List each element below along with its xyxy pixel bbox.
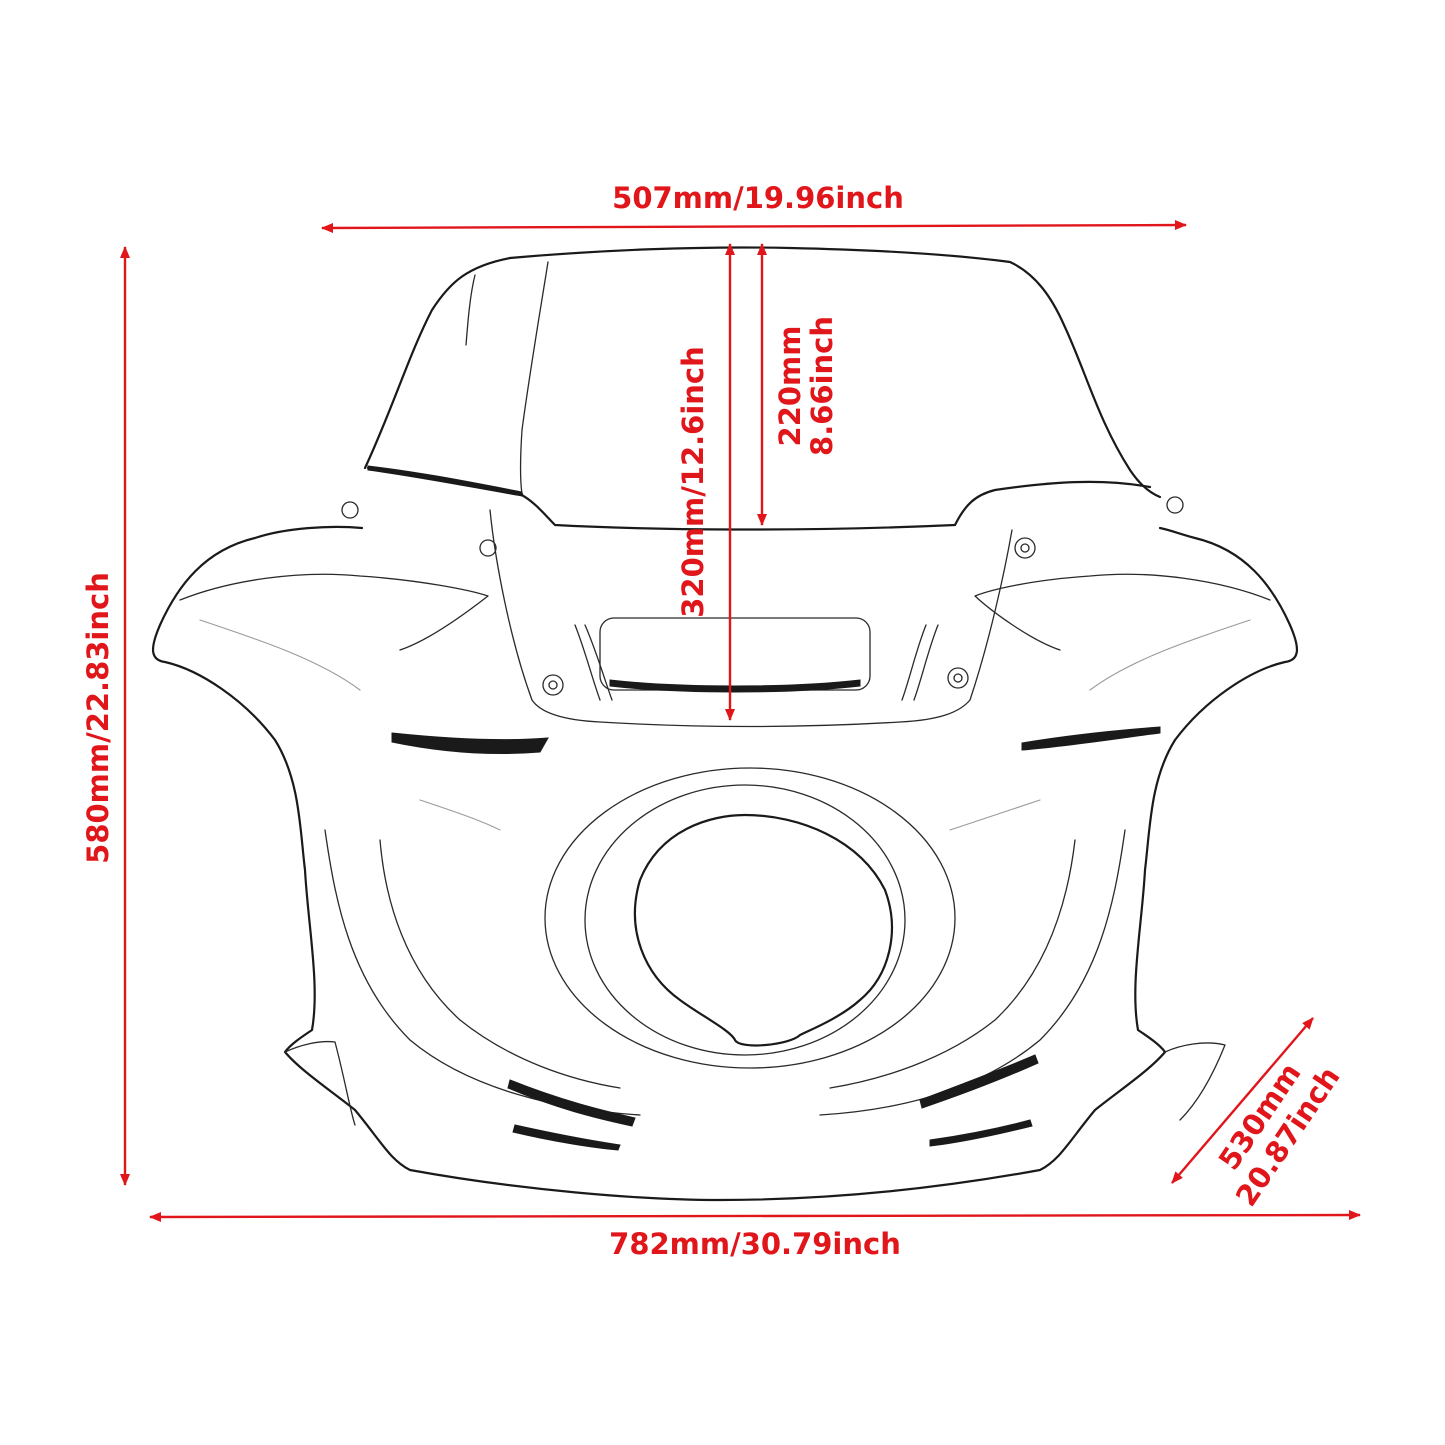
right-turn-signal <box>1021 726 1161 751</box>
headlight-opening <box>633 813 893 1047</box>
windshield-bottom-dark-band <box>367 465 523 497</box>
left-side-pod <box>179 573 489 651</box>
inner-bowl-left-2 <box>379 839 621 1089</box>
overall-width-label: 782mm/30.79inch <box>609 1227 901 1261</box>
dimension-lines <box>120 220 1361 1222</box>
fairing-drawing <box>152 246 1298 1202</box>
bolt <box>1166 496 1184 514</box>
bolt <box>1020 543 1030 553</box>
bolt <box>953 673 963 683</box>
contour-hint <box>199 619 1251 831</box>
lower-right-accent-2 <box>929 1119 1033 1147</box>
inner-bowl-right <box>819 829 1126 1116</box>
right-side-pod <box>974 573 1271 651</box>
lower-left-accent-2 <box>512 1124 621 1151</box>
bolt <box>542 674 564 696</box>
overall-width-arrow <box>149 1210 1361 1222</box>
right-louvers <box>901 624 939 701</box>
windshield-width-label: 507mm/19.96inch <box>612 181 904 215</box>
center-panel <box>489 509 1013 728</box>
lower-left-accent <box>507 1079 636 1127</box>
depth-arrow <box>1171 1017 1314 1184</box>
bolt <box>548 680 558 690</box>
bolt <box>341 501 359 519</box>
left-louvers <box>574 624 613 701</box>
bolt <box>947 667 969 689</box>
headlight-mid-ring <box>584 784 906 1056</box>
left-lower-fin <box>284 1040 356 1126</box>
dimension-labels: 507mm/19.96inch 580mm/22.83inch 782mm/30… <box>81 181 1347 1261</box>
inner-bowl-right-2 <box>829 839 1076 1089</box>
left-turn-signal <box>391 732 549 755</box>
inner-bowl-left <box>324 829 641 1116</box>
windshield-outline <box>363 246 1162 499</box>
windshield-left-edge-stroke <box>465 261 549 495</box>
windshield-upper-height-label-mm: 220mm <box>773 326 807 447</box>
lower-right-accent <box>919 1054 1039 1109</box>
windshield-upper-height-label-inch: 8.66inch <box>805 316 839 456</box>
windshield-lower-edge <box>366 466 1152 531</box>
bolt <box>479 539 497 557</box>
bolts <box>341 496 1184 696</box>
overall-height-label: 580mm/22.83inch <box>81 572 115 864</box>
fairing-body-outline <box>152 525 1298 1202</box>
headlight-outer-ring <box>544 767 956 1069</box>
windshield-width-arrow <box>321 220 1187 233</box>
center-vent-lower-lip <box>609 679 861 693</box>
right-lower-fin <box>1164 1042 1226 1121</box>
bolt <box>1014 537 1036 559</box>
windshield-total-height-label: 320mm/12.6inch <box>676 346 710 618</box>
center-vent <box>599 617 871 691</box>
